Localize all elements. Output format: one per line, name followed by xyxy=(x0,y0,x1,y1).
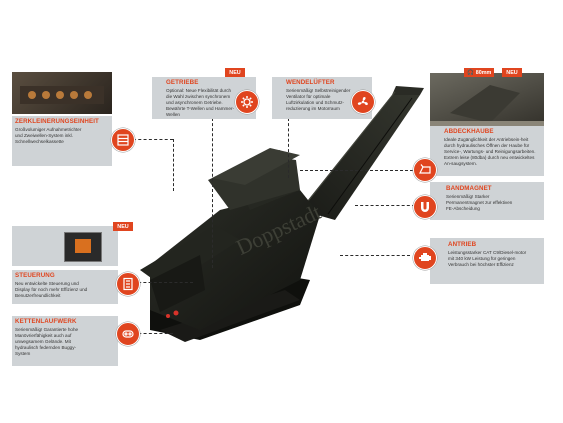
connector-line xyxy=(133,282,193,283)
control-panel-icon xyxy=(116,272,140,296)
callout-text: Optional: Neue Flexibilität durch die Wa… xyxy=(166,88,234,117)
callout-kettenlaufwerk: KETTENLAUFWERK Serienmäßig! Garantierte … xyxy=(12,316,118,366)
callout-title: STEUERUNG xyxy=(15,272,55,279)
magnet-icon xyxy=(413,195,437,219)
callout-title: WENDELÜFTER xyxy=(286,79,335,86)
callout-zerkleinerungseinheit: ZERKLEINERUNGSEINHEIT Großvolumiger Aufn… xyxy=(12,116,112,166)
new-badge: NEU xyxy=(225,68,245,77)
callout-title: ZERKLEINERUNGSEINHEIT xyxy=(15,118,99,125)
connector-line xyxy=(133,139,173,140)
callout-title: KETTENLAUFWERK xyxy=(15,318,77,325)
callout-text: Großvolumiger Aufnahmetrichter und Zweiw… xyxy=(15,127,82,144)
callout-text: Ideale Zugänglichkeit der Antriebsein-he… xyxy=(444,137,536,166)
callout-text: Neu entwickelte Steuerung und Display fü… xyxy=(15,281,88,298)
connector-line xyxy=(288,118,289,178)
headphones-icon: 🎧 xyxy=(467,69,474,76)
shredder-unit-photo xyxy=(12,72,112,114)
connector-line xyxy=(133,333,173,334)
callout-steuerung: STEUERUNG Neu entwickelte Steuerung und … xyxy=(12,270,118,304)
connector-line xyxy=(340,255,410,256)
connector-line xyxy=(300,170,428,171)
connector-line xyxy=(173,139,174,191)
hood-icon xyxy=(413,158,437,182)
track-icon xyxy=(116,322,140,346)
gear-icon xyxy=(235,90,259,114)
noise-label: 🎧80mm xyxy=(464,68,495,77)
callout-text: Serienmäßig! Selbstreinigender Ventilato… xyxy=(286,88,351,111)
connector-line xyxy=(355,205,415,206)
callout-title: ANTRIEB xyxy=(448,241,477,248)
callout-title: GETRIEBE xyxy=(166,79,199,86)
fan-icon xyxy=(351,90,375,114)
new-badge: NEU xyxy=(113,222,133,231)
callout-text: Serienmäßig! Starker Permanentmagnet zur… xyxy=(446,194,513,211)
callout-title: BANDMAGNET xyxy=(446,185,492,192)
callout-antrieb: ANTRIEB Leistungsstarker CAT C9/Diesel-m… xyxy=(430,238,544,284)
connector-line xyxy=(212,118,213,268)
callout-title: ABDECKHAUBE xyxy=(444,128,494,135)
shredder-icon xyxy=(111,128,135,152)
new-badge: NEU xyxy=(502,68,522,77)
callout-bandmagnet: BANDMAGNET Serienmäßig! Starker Permanen… xyxy=(430,182,544,220)
engine-icon xyxy=(413,246,437,270)
callout-text: Leistungsstarker CAT C9/Diesel-motor mit… xyxy=(448,250,527,267)
callout-text: Serienmäßig! Garantierte hohe Manövrierf… xyxy=(15,327,79,356)
control-display-photo xyxy=(12,226,118,266)
hood-photo xyxy=(430,73,544,133)
callout-abdeckhaube: ABDECKHAUBE Ideale Zugänglichkeit der An… xyxy=(430,126,544,176)
